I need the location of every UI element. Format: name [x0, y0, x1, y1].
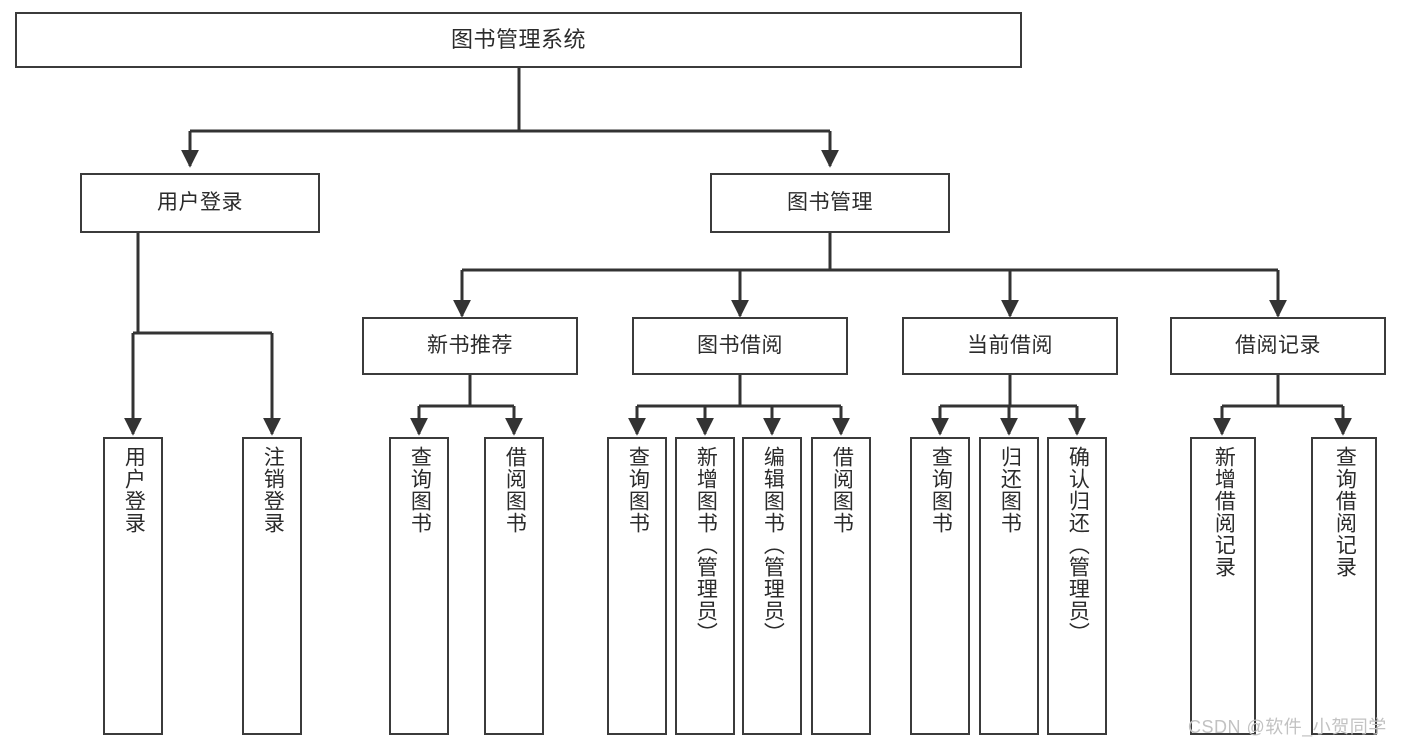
node-label: 新增借阅记录 — [1212, 446, 1236, 578]
leaf-user-login[interactable]: 用户登录 — [103, 437, 163, 735]
node-label: 图书借阅 — [697, 333, 783, 357]
node-root-system[interactable]: 图书管理系统 — [15, 12, 1022, 68]
leaf-query-book-borrow[interactable]: 查询图书 — [607, 437, 667, 735]
node-label: 查询借阅记录 — [1333, 446, 1357, 578]
node-label: 编辑图书（管理员） — [761, 446, 785, 644]
leaf-confirm-return[interactable]: 确认归还（管理员） — [1047, 437, 1107, 735]
node-label: 注销登录 — [261, 446, 285, 534]
leaf-add-borrow-record[interactable]: 新增借阅记录 — [1190, 437, 1256, 735]
node-label: 查询图书 — [408, 446, 432, 534]
leaf-edit-book[interactable]: 编辑图书（管理员） — [742, 437, 802, 735]
leaf-return-book[interactable]: 归还图书 — [979, 437, 1039, 735]
node-label: 查询图书 — [626, 446, 650, 534]
node-label: 确认归还（管理员） — [1066, 446, 1090, 644]
node-book-borrow[interactable]: 图书借阅 — [632, 317, 848, 375]
node-new-book-recommend[interactable]: 新书推荐 — [362, 317, 578, 375]
node-label: 新增图书（管理员） — [694, 446, 718, 644]
leaf-query-book-recommend[interactable]: 查询图书 — [389, 437, 449, 735]
node-label: 查询图书 — [929, 446, 953, 534]
node-label: 用户登录 — [122, 446, 146, 534]
node-label: 借阅记录 — [1235, 333, 1321, 357]
node-current-borrow[interactable]: 当前借阅 — [902, 317, 1118, 375]
leaf-borrow-book-recommend[interactable]: 借阅图书 — [484, 437, 544, 735]
leaf-query-book-current[interactable]: 查询图书 — [910, 437, 970, 735]
node-book-manage[interactable]: 图书管理 — [710, 173, 950, 233]
node-label: 用户登录 — [157, 190, 243, 214]
node-label: 当前借阅 — [967, 333, 1053, 357]
node-borrow-record[interactable]: 借阅记录 — [1170, 317, 1386, 375]
node-label: 借阅图书 — [503, 446, 527, 534]
node-label: 归还图书 — [998, 446, 1022, 534]
node-label: 新书推荐 — [427, 333, 513, 357]
node-label: 图书管理 — [787, 190, 873, 214]
leaf-add-book[interactable]: 新增图书（管理员） — [675, 437, 735, 735]
node-user-login[interactable]: 用户登录 — [80, 173, 320, 233]
leaf-query-borrow-record[interactable]: 查询借阅记录 — [1311, 437, 1377, 735]
leaf-borrow-book[interactable]: 借阅图书 — [811, 437, 871, 735]
leaf-logout-login[interactable]: 注销登录 — [242, 437, 302, 735]
node-label: 借阅图书 — [830, 446, 854, 534]
watermark-text: CSDN @软件_小贺同学 — [1188, 717, 1387, 737]
node-label: 图书管理系统 — [450, 27, 586, 53]
